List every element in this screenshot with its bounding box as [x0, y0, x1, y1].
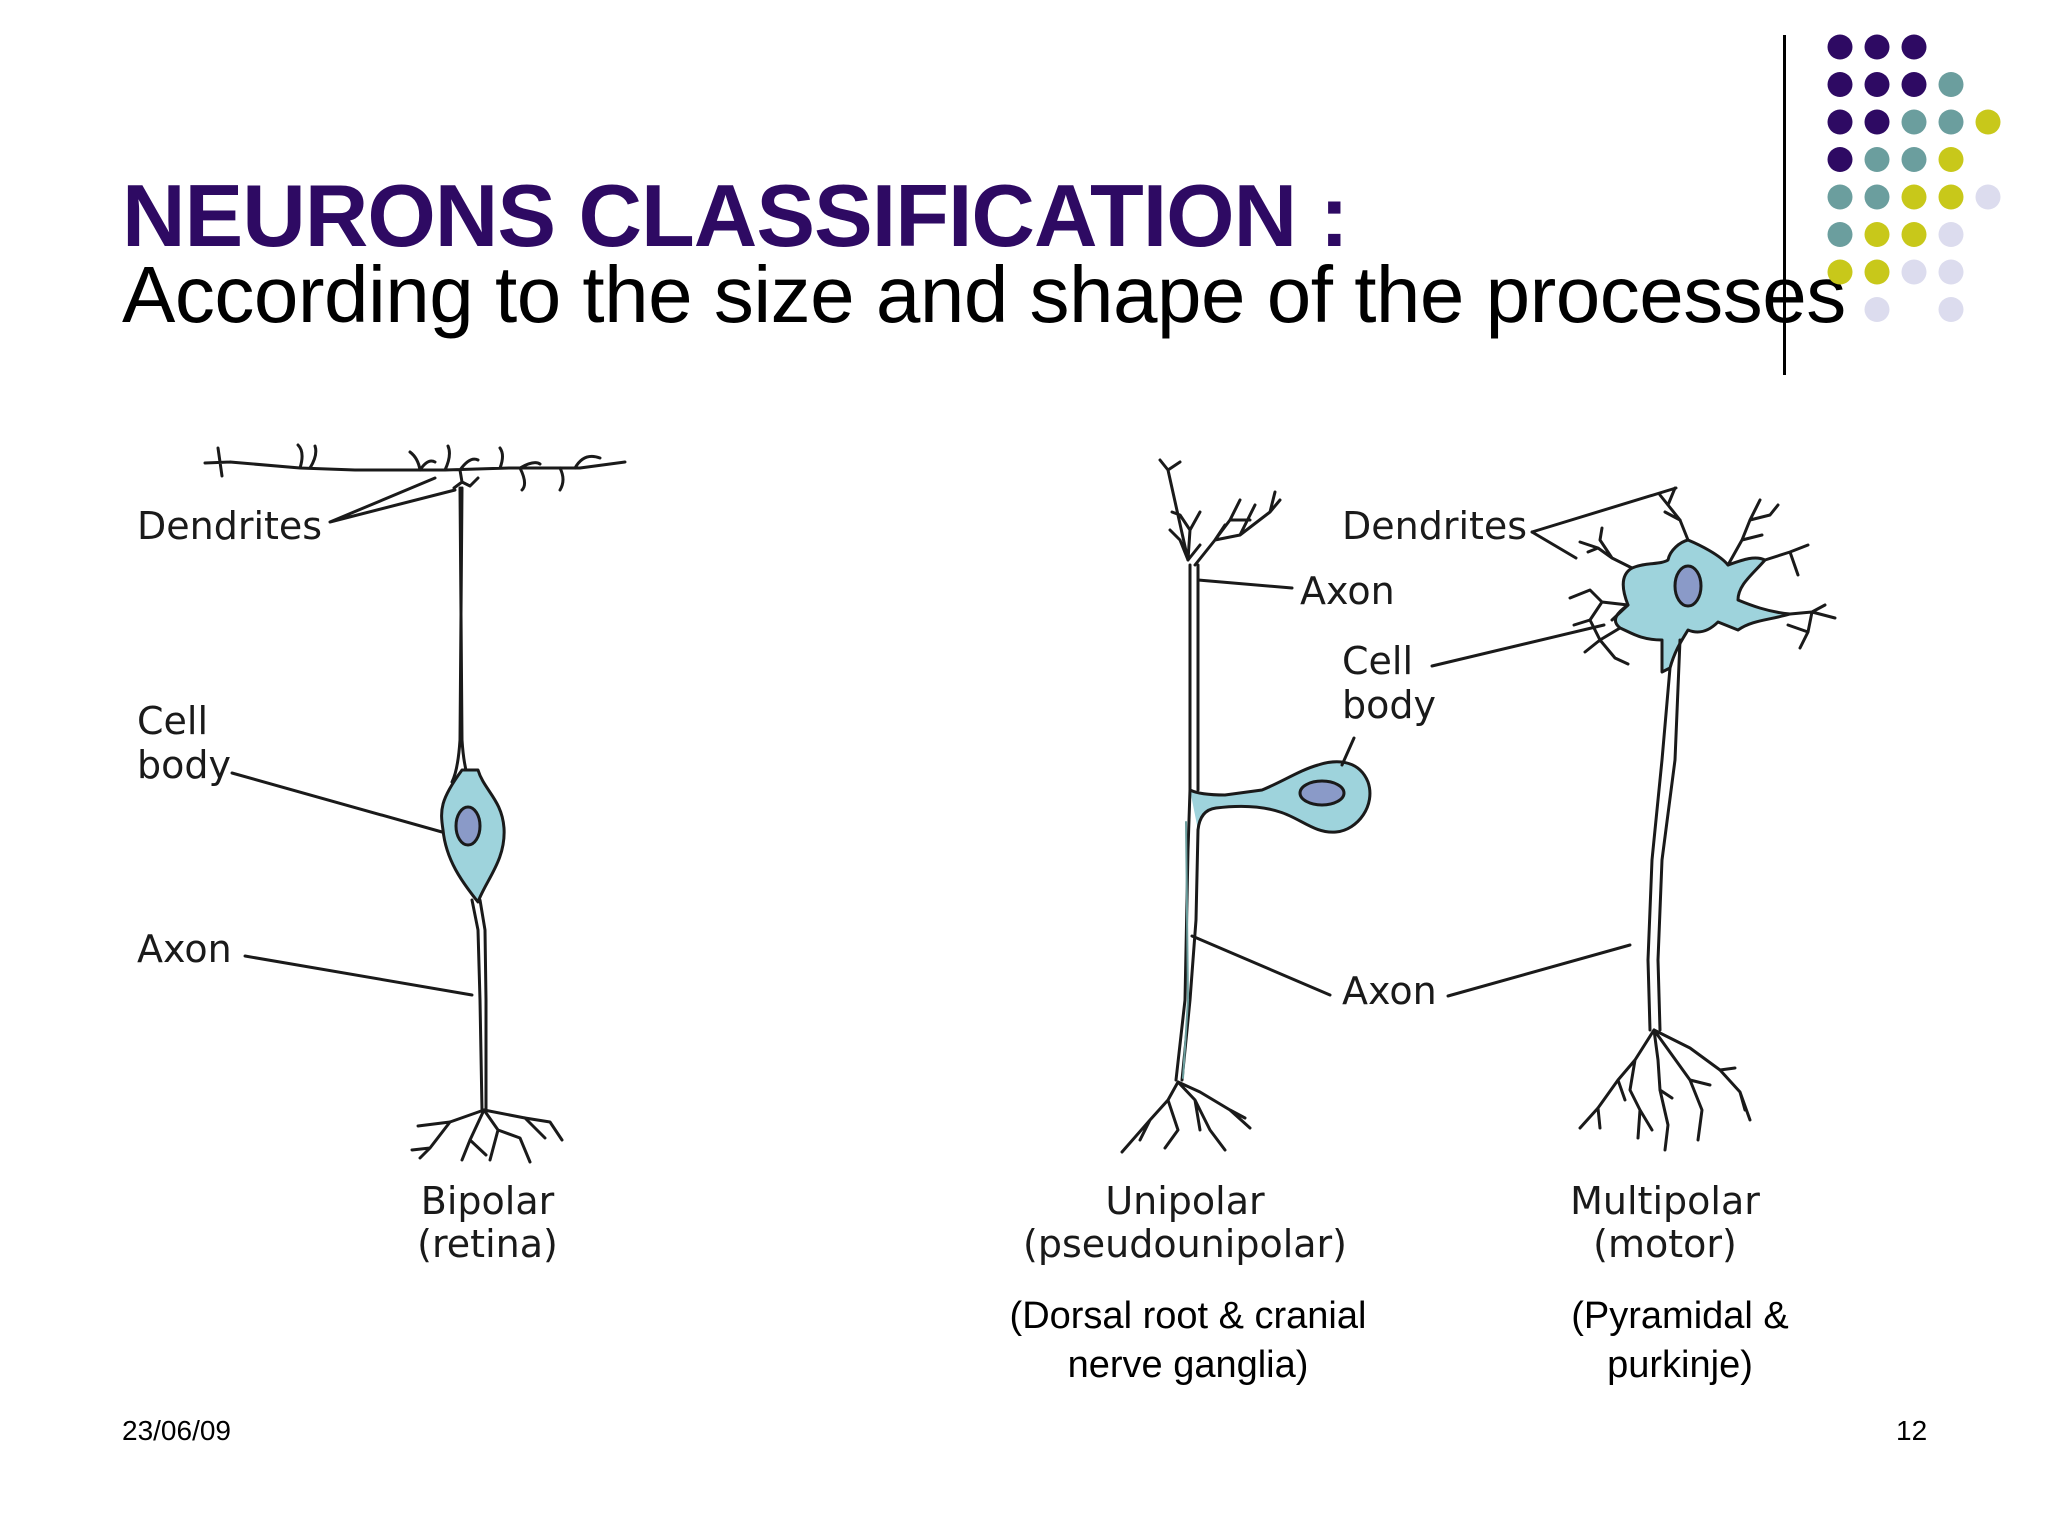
multipolar-caption: Multipolar (motor)	[1570, 1179, 1760, 1266]
decorative-dot	[1864, 259, 1890, 285]
slide-number: 12	[1896, 1415, 1928, 1446]
decorative-dot	[1901, 259, 1927, 285]
unipolar-cell-body-label: Cell body	[1342, 639, 1436, 727]
decorative-dot	[1827, 184, 1853, 210]
bipolar-cell-body-label: Cell body	[137, 699, 231, 787]
decorative-dot-grid	[1827, 34, 2001, 322]
bipolar-axon-label: Axon	[137, 927, 232, 971]
unipolar-neuron	[1120, 458, 1372, 1154]
unipolar-nucleus	[1298, 779, 1346, 807]
slide-title: NEURONS CLASSIFICATION :	[122, 166, 1349, 265]
decorative-dot	[1827, 34, 1853, 60]
decorative-dot	[1938, 222, 1964, 247]
slide-subtitle: According to the size and shape of the p…	[122, 250, 1846, 339]
multipolar-note: (Pyramidal & purkinje)	[1571, 1295, 1789, 1387]
multipolar-dendrites-label: Dendrites	[1342, 504, 1528, 548]
decorative-dot	[1864, 109, 1890, 135]
multipolar-nucleus	[1673, 564, 1703, 608]
decorative-dot	[1827, 147, 1853, 172]
decorative-dot	[1901, 147, 1927, 172]
decorative-dot	[1827, 259, 1853, 285]
decorative-dot	[1901, 222, 1927, 247]
decorative-dot	[1901, 34, 1927, 60]
slide-date: 23/06/09	[122, 1415, 231, 1446]
decorative-dot	[1975, 109, 2001, 135]
decorative-dot	[1938, 259, 1964, 285]
decorative-dot	[1938, 109, 1964, 135]
bipolar-dendrites-label: Dendrites	[137, 504, 323, 548]
decorative-dot	[1901, 72, 1927, 97]
bipolar-neuron	[203, 443, 627, 1164]
decorative-dot	[1938, 72, 1964, 97]
unipolar-axon-label: Axon	[1300, 569, 1395, 613]
shared-axon-label: Axon	[1342, 969, 1437, 1013]
unipolar-note: (Dorsal root & cranial nerve ganglia)	[1009, 1295, 1367, 1387]
decorative-dot	[1864, 297, 1890, 322]
decorative-dot	[1975, 184, 2001, 210]
decorative-dot	[1938, 297, 1964, 322]
decorative-dot	[1827, 72, 1853, 97]
decorative-dot	[1827, 222, 1853, 247]
bipolar-caption: Bipolar (retina)	[417, 1179, 558, 1266]
title-divider-line	[1783, 35, 1786, 375]
decorative-dot	[1827, 109, 1853, 135]
decorative-dot	[1901, 184, 1927, 210]
decorative-dot	[1938, 184, 1964, 210]
decorative-dot	[1864, 184, 1890, 210]
bipolar-nucleus	[454, 805, 482, 847]
multipolar-neuron	[1430, 486, 1837, 1152]
decorative-dot	[1938, 147, 1964, 172]
decorative-dot	[1864, 147, 1890, 172]
decorative-dot	[1901, 109, 1927, 135]
decorative-dot	[1864, 72, 1890, 97]
decorative-dot	[1864, 34, 1890, 60]
decorative-dot	[1864, 222, 1890, 247]
unipolar-caption: Unipolar (pseudounipolar)	[1023, 1179, 1347, 1266]
